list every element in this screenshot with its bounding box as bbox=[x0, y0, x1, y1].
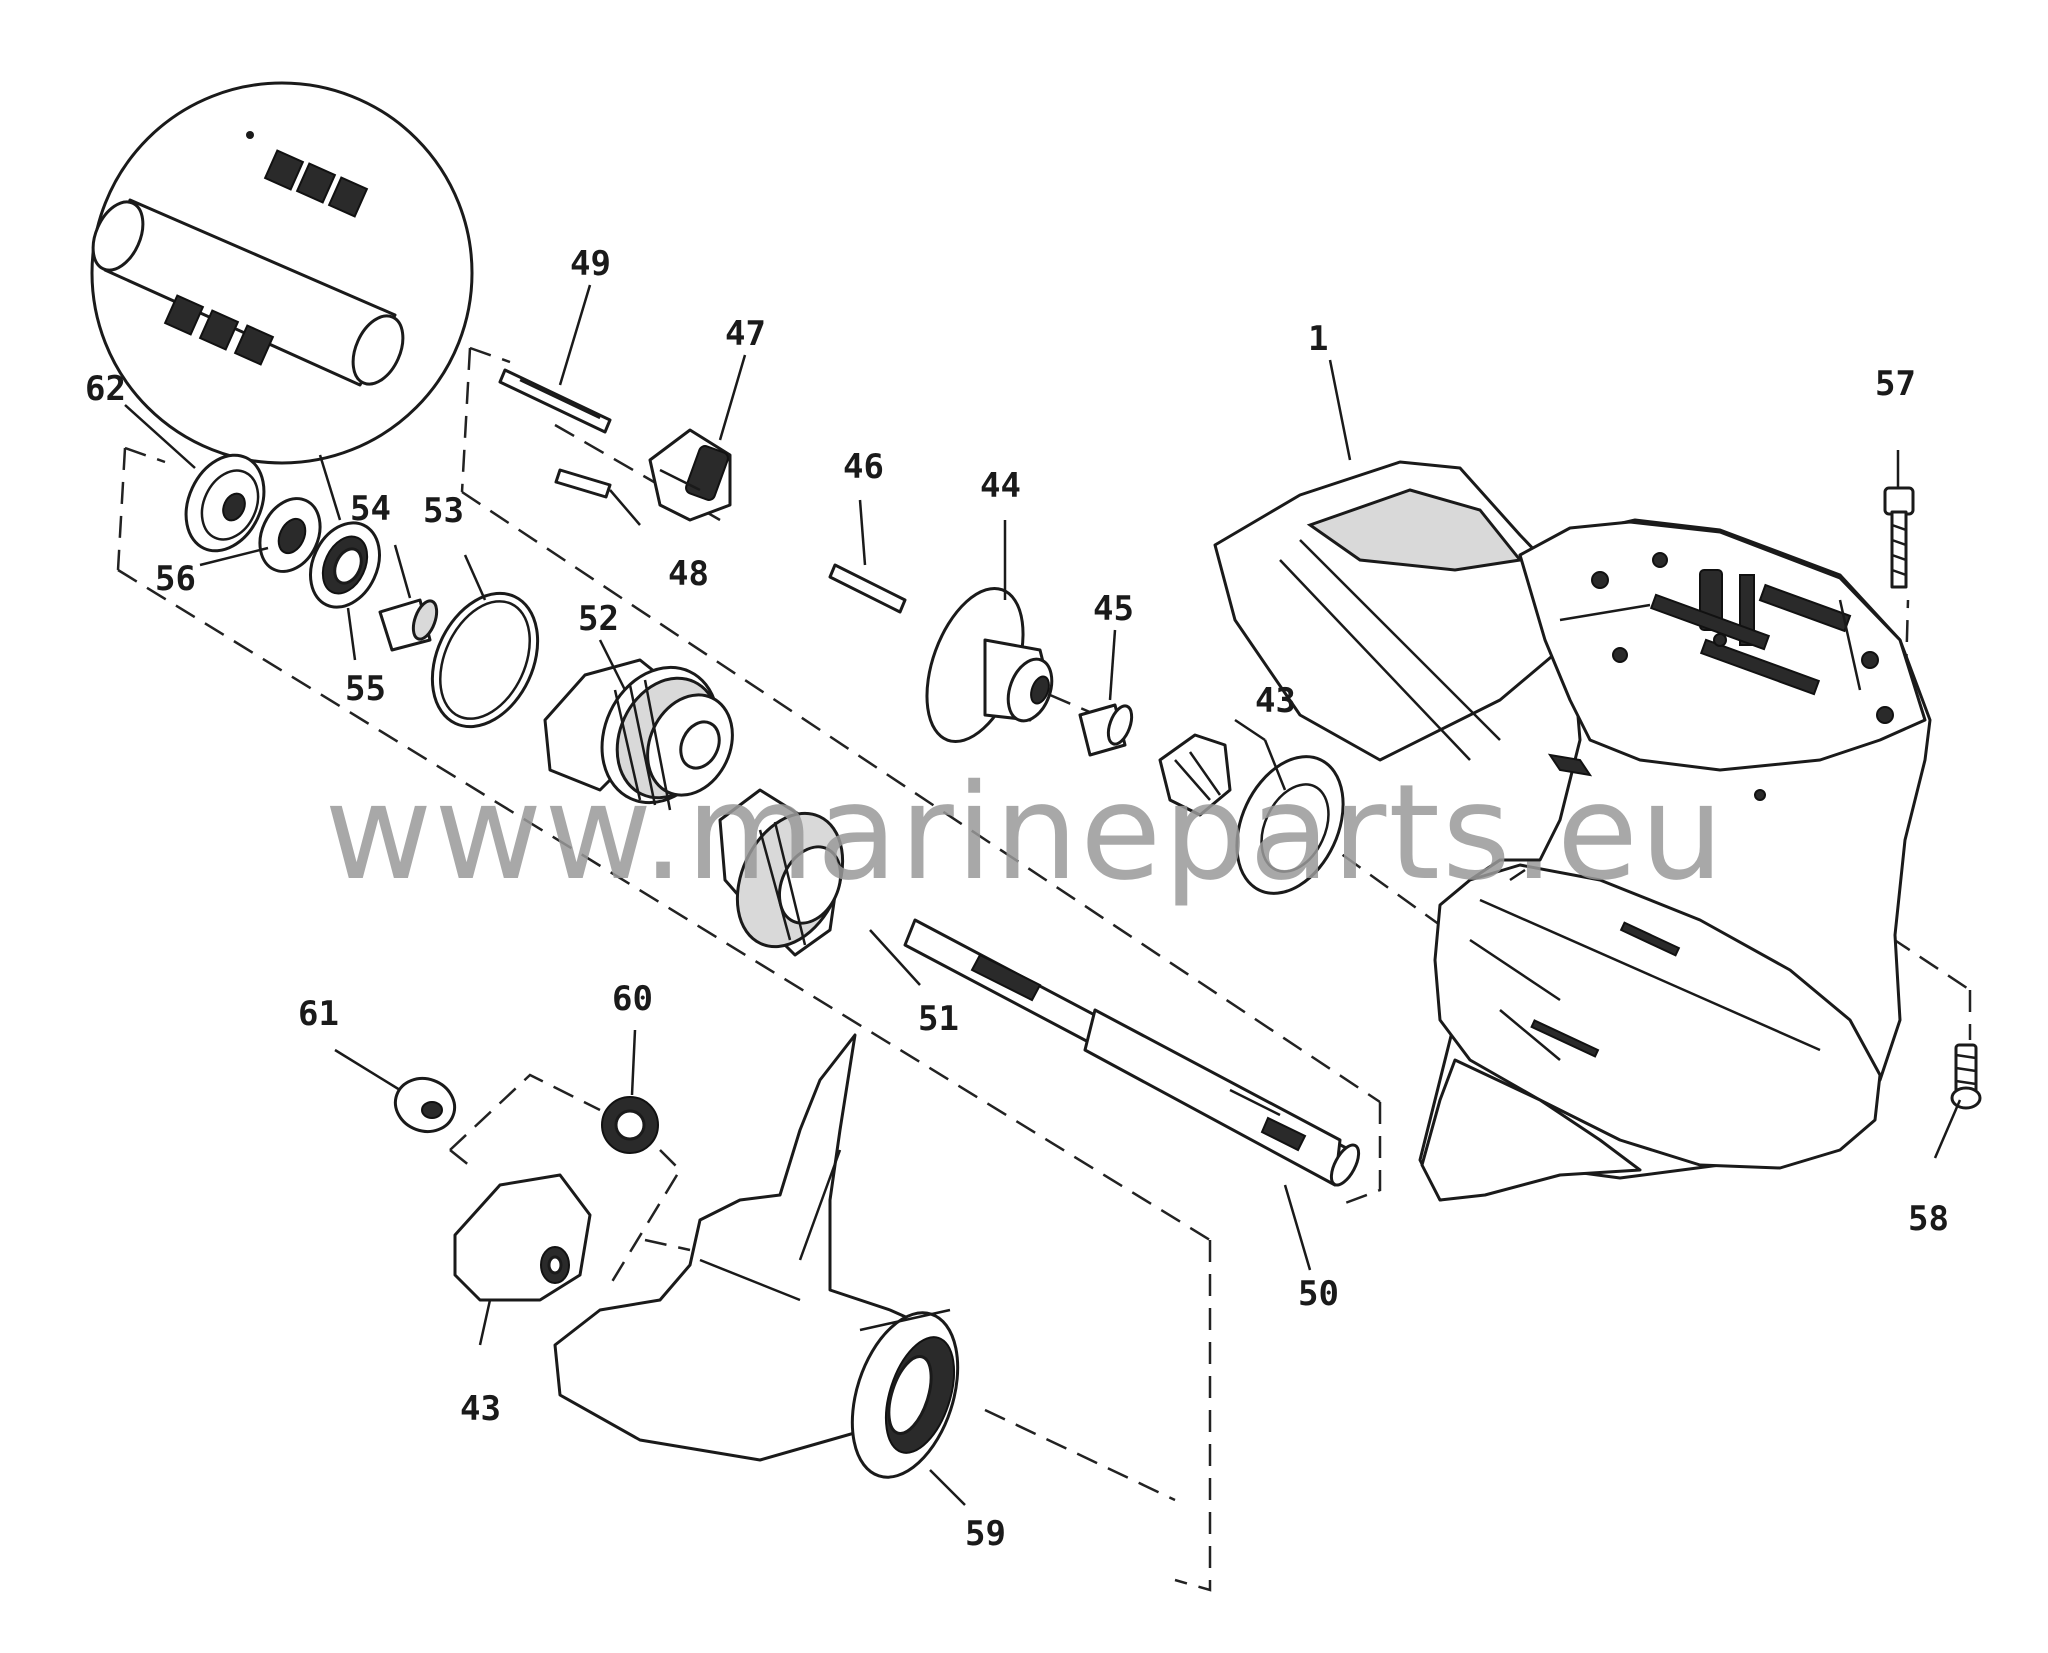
propeller-shaft bbox=[903, 918, 1361, 1187]
nut-60 bbox=[601, 1096, 659, 1154]
callout-49: 49 bbox=[570, 244, 611, 284]
callout-45: 45 bbox=[1093, 589, 1134, 629]
spacer-63 bbox=[453, 1173, 592, 1302]
callout-54: 54 bbox=[350, 489, 391, 529]
callout-50: 50 bbox=[1298, 1274, 1339, 1314]
clutch-47 bbox=[648, 428, 732, 522]
callout-51: 51 bbox=[918, 999, 959, 1039]
bearing-43 bbox=[1158, 733, 1345, 895]
bolt-58 bbox=[1950, 1043, 1982, 1110]
callout-44: 44 bbox=[980, 466, 1021, 506]
bushing-54 bbox=[378, 598, 439, 652]
callout-1: 1 bbox=[1308, 319, 1328, 359]
gear-44 bbox=[925, 586, 1054, 744]
callout-43b: 43 bbox=[460, 1389, 501, 1429]
watermark-text: www.marineparts.eu bbox=[324, 756, 1725, 910]
propeller-59 bbox=[553, 1033, 960, 1479]
callout-57: 57 bbox=[1875, 364, 1916, 404]
callout-48: 48 bbox=[668, 554, 709, 594]
callout-labels: 1 43 44 45 46 47 48 49 50 51 52 53 54 55… bbox=[85, 244, 1949, 1554]
bearing-55 bbox=[309, 521, 381, 609]
gearcase-housing bbox=[1213, 460, 1932, 1202]
bearing-carrier-52 bbox=[543, 658, 734, 811]
washer-56 bbox=[258, 497, 322, 573]
callout-55: 55 bbox=[345, 669, 386, 709]
callout-61: 61 bbox=[298, 994, 339, 1034]
bolt-57 bbox=[1883, 486, 1915, 589]
callout-59: 59 bbox=[965, 1514, 1006, 1554]
callout-53: 53 bbox=[423, 491, 464, 531]
inset-cylinder bbox=[91, 131, 405, 387]
leader-lines bbox=[124, 284, 1962, 1506]
callout-47: 47 bbox=[725, 314, 766, 354]
o-ring-53 bbox=[430, 591, 540, 729]
callout-60: 60 bbox=[612, 979, 653, 1019]
pin-46 bbox=[828, 563, 907, 614]
gear-51 bbox=[718, 788, 845, 957]
callout-58: 58 bbox=[1908, 1199, 1949, 1239]
bushing-45 bbox=[1078, 703, 1134, 757]
pin-48 bbox=[554, 468, 612, 499]
callout-52: 52 bbox=[578, 599, 619, 639]
callout-46: 46 bbox=[843, 447, 884, 487]
nut-61 bbox=[393, 1077, 457, 1133]
seal-62 bbox=[184, 453, 266, 553]
pin-49 bbox=[498, 368, 612, 434]
callout-56: 56 bbox=[155, 559, 196, 599]
detail-inset bbox=[90, 81, 474, 521]
callout-62: 62 bbox=[85, 369, 126, 409]
callout-43a: 43 bbox=[1255, 681, 1296, 721]
